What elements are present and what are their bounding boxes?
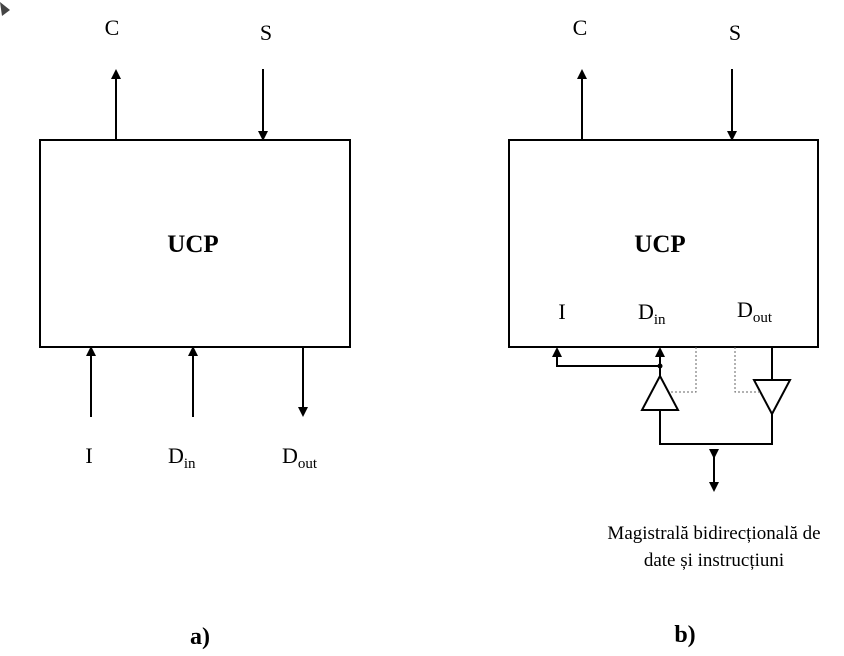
dout-label-b: Dout [737, 297, 773, 326]
c-label-a: C [105, 15, 120, 40]
diagram-a: UCP C S I Din Dout a) [39, 15, 351, 650]
din-label-a: Din [168, 443, 196, 472]
i-label-a: I [85, 443, 92, 468]
ucp-label-b: UCP [634, 231, 685, 258]
i-label-b: I [558, 299, 565, 324]
s-label-a: S [260, 20, 272, 45]
dout-main-a: D [282, 443, 298, 468]
output-buffer-b [752, 379, 792, 417]
dout-sub-b: out [753, 310, 773, 326]
junction-dot-b [657, 363, 663, 369]
din-sub-a: in [184, 456, 196, 472]
enable-line-out-b [734, 347, 762, 393]
dout-main-b: D [737, 297, 753, 322]
din-main-b: D [638, 299, 654, 324]
din-sub-b: in [654, 312, 666, 328]
cursor-icon [0, 2, 10, 16]
input-buffer-b [640, 373, 680, 411]
bus-label-line1-b: Magistrală bidirecțională de [607, 523, 820, 544]
din-label-b: Din [638, 299, 666, 328]
bus-label-line2-b: date și instrucțiuni [644, 550, 784, 571]
diagram-b: UCP C S I Din Dout Magistrală bidirecțio… [508, 15, 821, 648]
dout-label-a: Dout [282, 443, 318, 472]
bus-wire-b [659, 410, 773, 445]
ucp-label-a: UCP [167, 231, 218, 258]
dout-sub-a: out [298, 456, 318, 472]
din-main-a: D [168, 443, 184, 468]
enable-line-in-b [670, 347, 697, 393]
s-label-b: S [729, 20, 741, 45]
caption-a: a) [190, 624, 210, 650]
caption-b: b) [674, 622, 695, 648]
i-wire-b [552, 347, 660, 367]
c-label-b: C [573, 15, 588, 40]
